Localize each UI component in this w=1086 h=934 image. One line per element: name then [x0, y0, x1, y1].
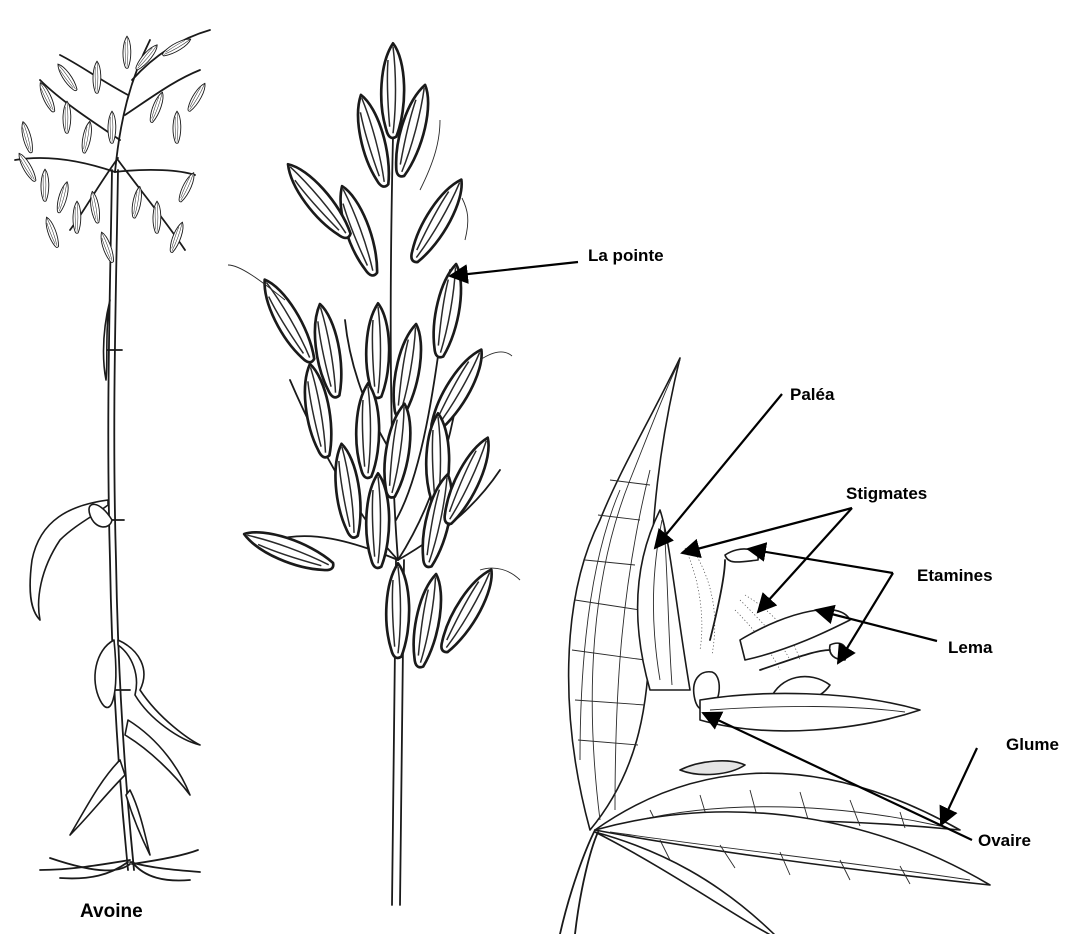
label-etamines: Etamines — [917, 566, 993, 586]
oat-panicle — [228, 43, 520, 905]
arrow-stigmates-1 — [682, 508, 852, 553]
arrow-stigmates-2 — [758, 508, 852, 612]
oat-floret-dissection — [560, 358, 990, 934]
arrow-la-pointe — [450, 262, 578, 276]
whole-oat-plant — [15, 30, 210, 880]
label-glume: Glume — [1006, 735, 1059, 755]
arrow-etamines-1 — [748, 549, 893, 573]
caption-avoine: Avoine — [80, 901, 143, 923]
label-la-pointe: La pointe — [588, 246, 664, 266]
arrow-palea — [655, 394, 782, 548]
label-lema: Lema — [948, 638, 992, 658]
roots — [40, 850, 200, 880]
panicle-spikelets-large — [240, 43, 501, 669]
panicle-spikelets — [16, 36, 209, 264]
label-palea: Paléa — [790, 385, 834, 405]
label-ovaire: Ovaire — [978, 831, 1031, 851]
arrow-glume — [941, 748, 977, 825]
leader-arrows — [450, 262, 977, 840]
label-stigmates: Stigmates — [846, 484, 927, 504]
